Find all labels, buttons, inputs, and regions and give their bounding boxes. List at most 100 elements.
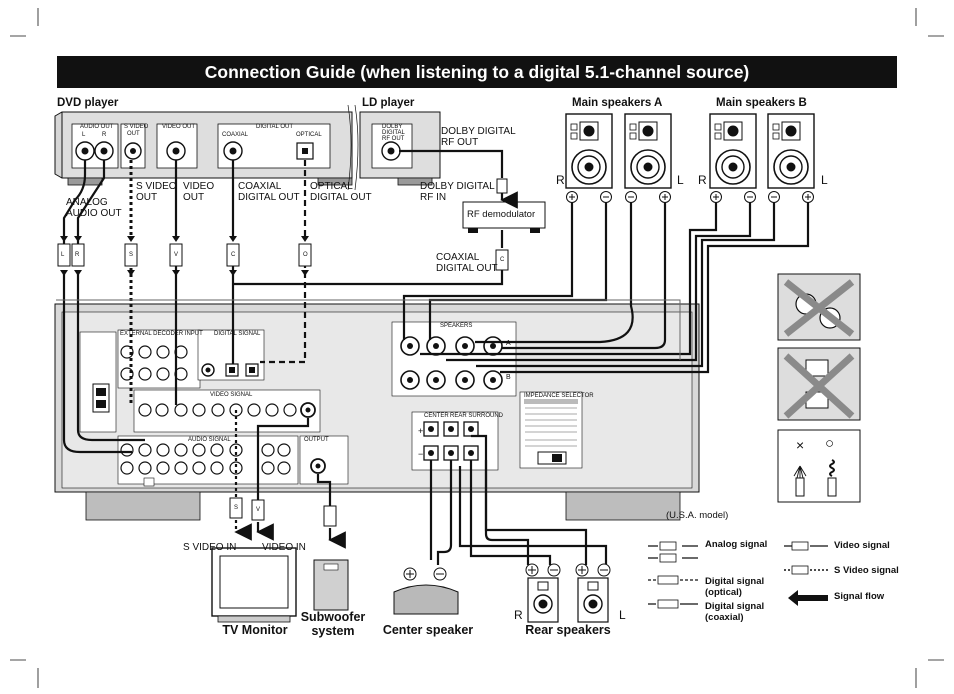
ld-out-label-2: DIGITAL: [382, 130, 405, 136]
legend-digital-optical-2: (optical): [705, 587, 742, 598]
coaxial-digital-out-2-label-2: DIGITAL OUT: [436, 263, 498, 274]
speakers-label: SPEAKERS: [440, 323, 473, 329]
dvd-svideo-out-label-1: S VIDEO: [124, 124, 149, 130]
ld-out-label-1: DOLBY: [382, 124, 403, 130]
s-video-out-label-2: OUT: [136, 192, 158, 203]
dvd-audio-out-label: AUDIO OUT: [80, 124, 114, 130]
s-video-out-label-1: S VIDEO: [136, 181, 177, 192]
legend-digital-optical-1: Digital signal: [705, 576, 765, 587]
plug-s2-letter: S: [234, 505, 239, 511]
tv-monitor: [211, 547, 297, 623]
crop-marks: [10, 8, 944, 688]
plug-v-letter: V: [174, 252, 179, 258]
main-b-r-mark: R: [698, 173, 707, 187]
rear-r-mark: R: [514, 608, 523, 622]
wire-prep-boxes: [777, 273, 861, 503]
dvd-l-label: L: [82, 132, 86, 138]
speaker-b-l: [767, 113, 815, 203]
plug-s-letter: S: [129, 252, 134, 258]
rear-l-mark: L: [619, 608, 626, 622]
coaxial-digital-out-2-label-1: COAXIAL: [436, 252, 480, 263]
ld-player-label: LD player: [362, 97, 415, 109]
legend-glyphs: [648, 541, 828, 609]
dvd-coaxial-label: COAXIAL: [222, 132, 249, 138]
plug-arrows: [60, 236, 309, 276]
dvd-r-label: R: [102, 132, 107, 138]
speakers-a-label: A: [506, 340, 511, 347]
subwoofer: [313, 559, 349, 611]
center-minus-mark: −: [418, 449, 424, 459]
dolby-rf-out-label-1: DOLBY DIGITAL: [441, 126, 516, 137]
plugs: [57, 178, 509, 527]
model-note: (U.S.A. model): [666, 510, 729, 521]
audio-signal-label: AUDIO SIGNAL: [188, 437, 231, 443]
dvd-player-label: DVD player: [57, 97, 119, 109]
video-out-label-2: OUT: [183, 192, 205, 203]
coaxial-digital-out-label-1: COAXIAL: [238, 181, 282, 192]
title-bar: Connection Guide (when listening to a di…: [57, 56, 897, 88]
cables: [56, 149, 810, 565]
plug-r-letter: R: [75, 252, 80, 258]
coaxial-digital-out-label-2: DIGITAL OUT: [238, 192, 300, 203]
legend-digital-coaxial-1: Digital signal: [705, 601, 765, 612]
analog-audio-out-label-1: ANALOG: [66, 197, 108, 208]
subwoofer-label-2: system: [311, 624, 355, 638]
rear-speakers-label: Rear speakers: [525, 623, 611, 637]
ld-out-label-3: RF OUT: [382, 136, 405, 142]
center-speaker-shape: [393, 567, 459, 615]
speakers-b-label: B: [506, 374, 511, 381]
plug-o-letter: O: [303, 252, 308, 258]
center-terminal-label: CENTER: [424, 413, 449, 419]
dvd-video-out-label: VIDEO OUT: [162, 124, 196, 130]
center-plus-mark: +: [418, 426, 424, 436]
dvd-svideo-out-label-2: OUT: [127, 131, 140, 137]
legend-analog-signal: Analog signal: [705, 539, 768, 550]
wrong-symbol: ×: [796, 437, 805, 453]
page-title: Connection Guide (when listening to a di…: [204, 62, 750, 82]
dolby-rf-in-label-2: RF IN: [420, 192, 447, 203]
dvd-optical-label: OPTICAL: [296, 132, 322, 138]
ld-player: [347, 104, 441, 191]
rf-demodulator-label: RF demodulator: [467, 209, 536, 220]
dvd-digital-out-label: DIGITAL OUT: [256, 124, 294, 130]
main-speakers-b-label: Main speakers B: [716, 97, 807, 109]
main-speakers: [565, 113, 815, 203]
video-in-label: VIDEO IN: [262, 542, 306, 553]
rear-surround-terminal-label: REAR SURROUND: [450, 413, 504, 419]
impedance-selector-label: IMPEDANCE SELECTOR: [524, 393, 594, 399]
video-signal-label: VIDEO SIGNAL: [210, 392, 253, 398]
main-speakers-a-label: Main speakers A: [572, 97, 663, 109]
optical-digital-out-label-2: DIGITAL OUT: [310, 192, 372, 203]
plug-l-letter: L: [61, 252, 65, 258]
optical-digital-out-label-1: OPTICAL: [310, 181, 353, 192]
legend-s-video-signal: S Video signal: [834, 565, 899, 576]
digital-signal-label: DIGITAL SIGNAL: [214, 331, 261, 337]
external-decoder-input-label: EXTERNAL DECODER INPUT: [120, 331, 203, 337]
legend-digital-coaxial-2: (coaxial): [705, 612, 744, 623]
plug-c2-letter: C: [500, 257, 505, 263]
legend-video-signal: Video signal: [834, 540, 890, 551]
speaker-b-r: [709, 113, 757, 203]
legend-signal-flow: Signal flow: [834, 591, 885, 602]
dolby-rf-out-label-2: RF OUT: [441, 137, 479, 148]
analog-audio-out-label-2: AUDIO OUT: [66, 208, 122, 219]
tv-monitor-label: TV Monitor: [222, 623, 288, 637]
dolby-rf-in-label-1: DOLBY DIGITAL: [420, 181, 495, 192]
plug-v2-letter: V: [256, 507, 261, 513]
subwoofer-label-1: Subwoofer: [300, 610, 366, 624]
rear-speakers: [525, 563, 611, 623]
main-a-r-mark: R: [556, 173, 565, 187]
main-a-l-mark: L: [677, 173, 684, 187]
speaker-a-r: [565, 113, 613, 203]
output-label: OUTPUT: [304, 437, 329, 443]
main-b-l-mark: L: [821, 173, 828, 187]
s-video-in-label: S VIDEO IN: [183, 542, 237, 553]
right-symbol: ○: [825, 435, 835, 452]
plug-c-letter: C: [231, 252, 236, 258]
center-speaker-label: Center speaker: [382, 623, 474, 637]
speaker-a-l: [624, 113, 672, 203]
video-out-label-1: VIDEO: [183, 181, 215, 192]
dvd-player: [54, 111, 353, 186]
